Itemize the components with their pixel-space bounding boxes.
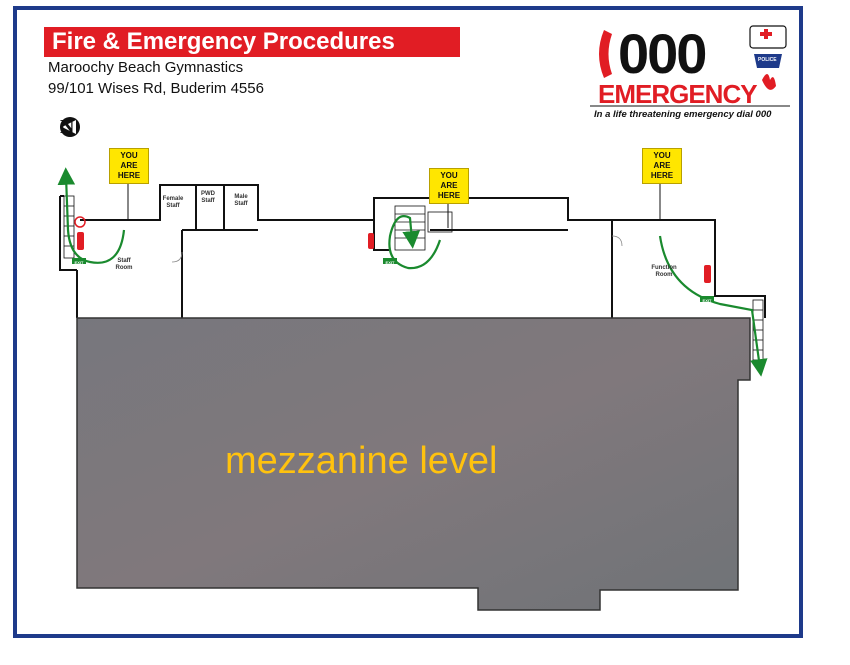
room-staff-room: Staff Room: [110, 258, 138, 272]
room-female-staff: Female Staff: [160, 196, 186, 210]
venue-name: Maroochy Beach Gymnastics: [48, 59, 244, 76]
police-icon: [754, 54, 782, 68]
venue-address: 99/101 Wises Rd, Buderim 4556: [48, 80, 264, 97]
page-frame: [13, 6, 803, 638]
door-swings: [171, 235, 623, 263]
room-label-line: Staff: [201, 198, 215, 204]
marker-line: HERE: [650, 171, 674, 180]
marker-line: ARE: [653, 161, 671, 170]
stair-left: [63, 195, 75, 259]
room-pwd-staff: PWD Staff: [194, 191, 222, 205]
room-label-line: PWD: [201, 191, 215, 197]
police-badge-label: POLICE: [758, 57, 777, 63]
exit-sign-middle: EXIT: [385, 260, 395, 265]
exit-signs: [72, 258, 714, 302]
exit-sign-left: EXIT: [74, 260, 84, 265]
marker-line: ARE: [440, 181, 458, 190]
page-title: Fire & Emergency Procedures: [44, 27, 460, 57]
marker-line: YOU: [440, 171, 458, 180]
phone-handset-icon: [599, 30, 612, 78]
marker-line: HERE: [437, 191, 461, 200]
marker-line: ARE: [120, 161, 138, 170]
room-label-line: Room: [655, 272, 673, 278]
room-label-line: Function: [651, 265, 677, 271]
compass-north-label: N: [60, 116, 75, 138]
room-label-line: Male: [234, 194, 248, 200]
fire-extinguisher-icon-right: [704, 265, 711, 283]
room-label-line: Room: [115, 265, 133, 271]
room-male-staff: Male Staff: [226, 194, 256, 208]
marker-line: YOU: [120, 151, 138, 160]
emergency-000-logo: 000 EMERGENCY POLICE In a life threateni…: [590, 24, 790, 128]
exit-sign-right: EXIT: [702, 298, 712, 303]
mezzanine-area: [76, 317, 751, 611]
logo-graphics: [590, 25, 790, 107]
room-label-line: Staff: [117, 258, 131, 264]
you-are-here-marker-left: YOU ARE HERE: [109, 148, 149, 184]
logo-tagline: In a life threatening emergency dial 000: [594, 109, 772, 120]
room-label-line: Female: [162, 196, 184, 202]
room-label-line: Staff: [166, 203, 180, 209]
marker-line: HERE: [117, 171, 141, 180]
fire-extinguisher-icon-middle: [368, 233, 374, 249]
building-outline: [59, 184, 766, 318]
marker-line: YOU: [653, 151, 671, 160]
you-are-here-marker-middle: YOU ARE HERE: [429, 168, 469, 204]
level-label: mezzanine level: [225, 440, 498, 482]
fire-extinguisher-icon-left: [74, 216, 86, 250]
logo-number: 000: [618, 22, 707, 85]
room-function-room: Function Room: [646, 265, 682, 279]
you-are-here-marker-right: YOU ARE HERE: [642, 148, 682, 184]
room-label-line: Staff: [234, 201, 248, 207]
evacuation-routes: [57, 167, 768, 377]
logo-word: EMERGENCY: [598, 79, 758, 109]
fire-icon: [762, 74, 776, 90]
stair-middle: [394, 205, 453, 251]
you-are-here-pointers: [127, 182, 661, 228]
